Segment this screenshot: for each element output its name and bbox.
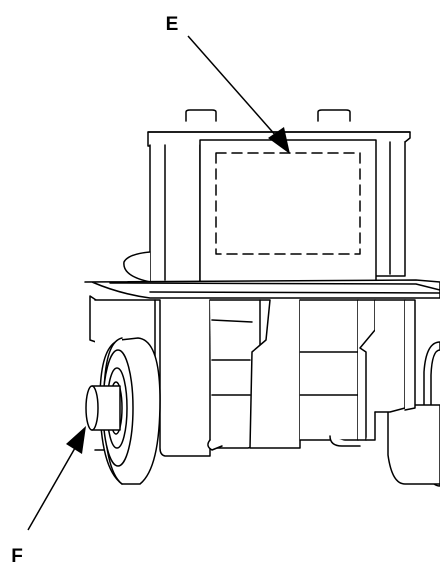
callout-f: F [11,426,86,567]
axle-hub [85,385,121,431]
callout-e: E [166,14,290,154]
callout-label-f: F [11,546,23,567]
label-area [215,152,361,255]
arrowhead-e [268,127,290,154]
callout-label-e: E [166,14,179,35]
arrowhead-f [66,426,86,454]
right-wheel [387,341,440,487]
front-panel [199,139,377,286]
platform-deck [84,279,440,299]
